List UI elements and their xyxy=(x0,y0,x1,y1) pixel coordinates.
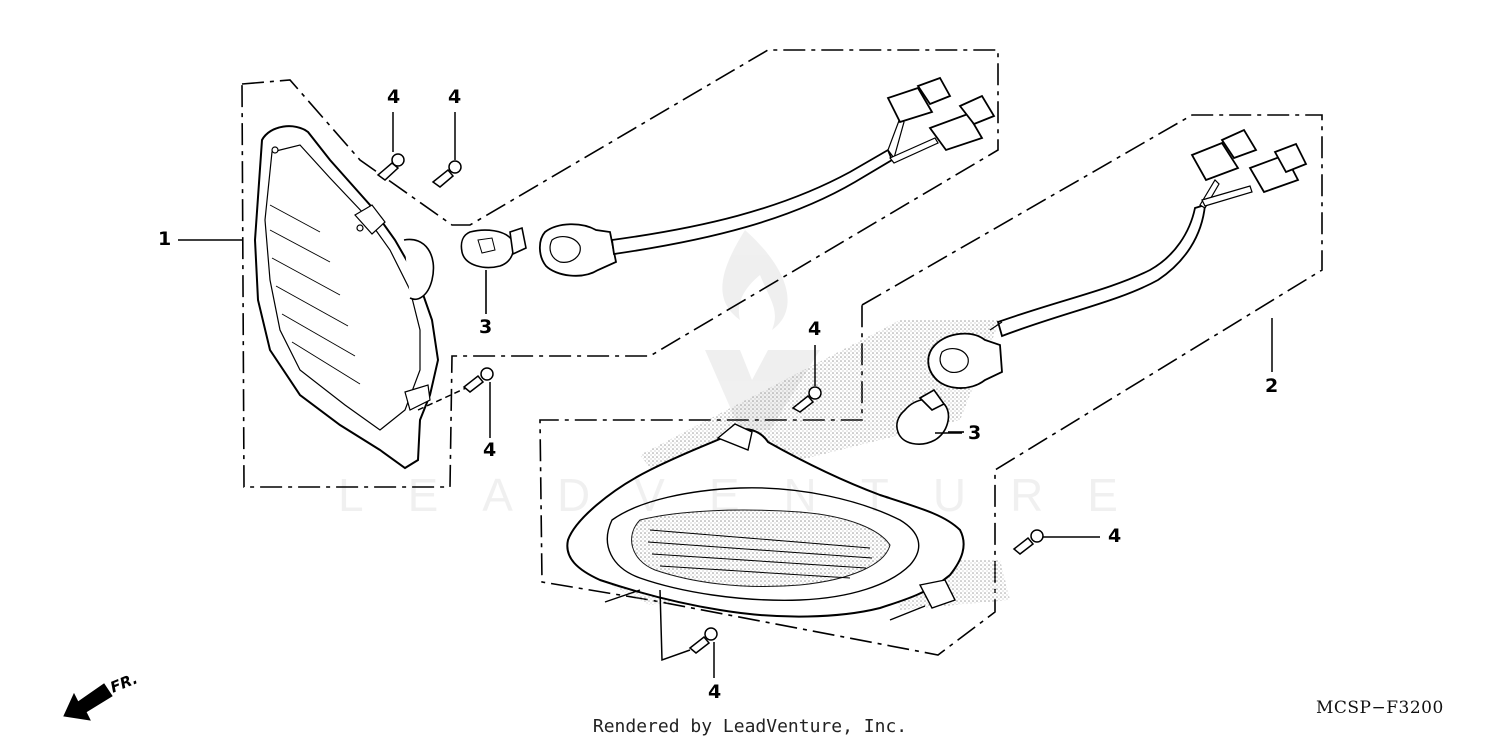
screw-icon-left-lower xyxy=(417,367,494,438)
left-socket-harness xyxy=(538,76,996,277)
right-lens-housing xyxy=(566,423,965,621)
callout-screw-d: 4 xyxy=(808,318,822,340)
callout-part-2: 2 xyxy=(1265,375,1279,397)
left-assembly-frame xyxy=(241,49,999,488)
screw-icon-right-top xyxy=(791,345,822,413)
callout-screw-a: 4 xyxy=(387,86,401,108)
callout-screw-f: 4 xyxy=(708,681,722,703)
screw-icon-right-bottom xyxy=(659,589,718,678)
callout-part-1: 1 xyxy=(158,228,172,250)
screw-icon-top-a xyxy=(376,112,405,181)
left-lens-housing xyxy=(253,125,440,470)
callout-screw-c: 4 xyxy=(483,439,497,461)
callout-part-3-left: 3 xyxy=(479,316,493,338)
callout-screw-b: 4 xyxy=(448,86,462,108)
screw-icon-right-side xyxy=(1012,529,1100,555)
render-credit: Rendered by LeadVenture, Inc. xyxy=(592,716,908,737)
screw-icon-top-b xyxy=(431,112,462,188)
right-socket-harness xyxy=(927,128,1308,389)
diagram-code: MCSP−F3200 xyxy=(1316,698,1444,718)
callout-part-3-right: 3 xyxy=(968,422,982,444)
callout-screw-e: 4 xyxy=(1108,525,1122,547)
right-assembly-frame xyxy=(539,114,1323,656)
leader-lines xyxy=(178,239,1273,434)
left-bulb-icon xyxy=(460,226,527,314)
front-direction-arrow-icon xyxy=(63,683,113,721)
